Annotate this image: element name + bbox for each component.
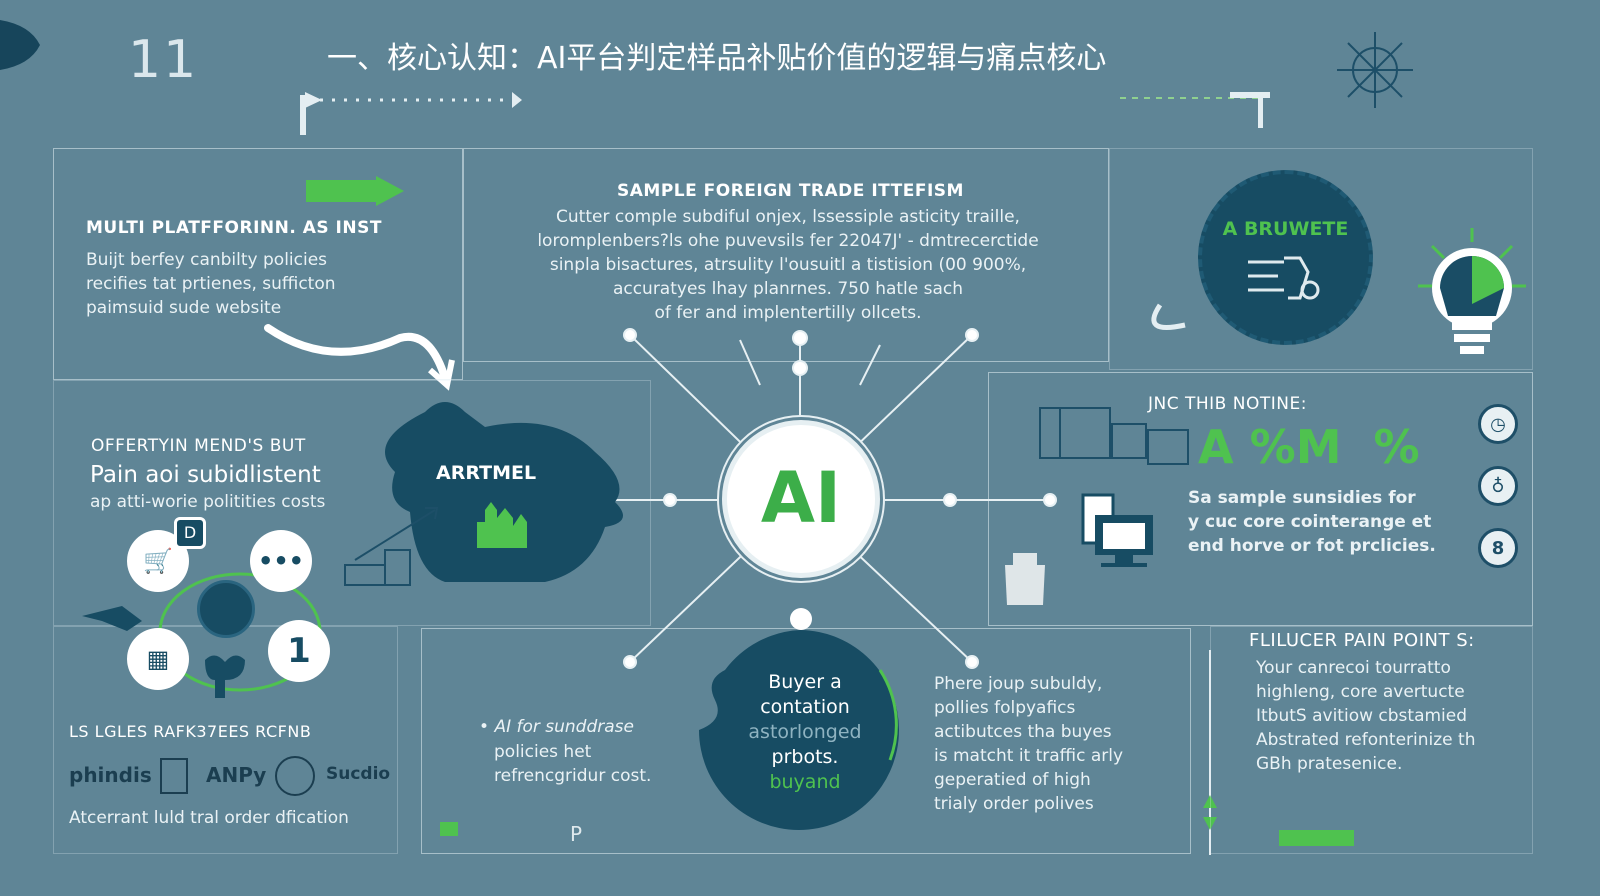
bottom-right-panel [1210,626,1533,854]
bottom-bullet-body: policies het refrencgridur cost. [494,742,652,786]
page-number: 11 [128,30,199,90]
badge-circle: A BRUWETE [1198,170,1373,345]
lightbulb-icon [1418,228,1526,354]
ai-hub-circle: AI [722,420,880,578]
left-mid-heading: OFFERTYIN MEND'S BUT [91,436,306,456]
grid-icon: ▦ [127,628,189,690]
bag-icon: ♁ [1478,466,1518,506]
logo-phindis: phindis [69,763,152,787]
chat-icon: ••• [250,530,312,592]
pot-icon [1005,553,1045,605]
buyer-circle [699,630,899,830]
compass-icon [1337,32,1413,108]
bottom-bullet: • AI for sunddrase [479,717,634,737]
left-mid-panel [53,380,651,626]
factory-icon [1039,407,1189,465]
top-right-frame [1109,148,1533,370]
monitor-icon [1081,493,1153,567]
document-icon [160,758,188,794]
top-center-body: Cutter comple subdiful onjex, lssessiple… [537,207,1039,323]
badge-label: A BRUWETE [1222,218,1349,240]
left-mid-subtitle: Pain aoi subidlistent [90,462,321,488]
left-mid-body: ap atti-worie politities costs [90,492,326,512]
growth-chart-icon [344,507,439,586]
left-bottom-caption: Atcerrant luld tral order dfication [69,808,349,828]
dark-shape [385,402,623,582]
right-mid-panel [988,372,1533,626]
right-mid-body: Sa sample sunsidies for y cuc core coint… [1188,488,1436,556]
building-icon [477,502,527,548]
bottom-right-body: Your canrecoi tourratto highleng, core a… [1256,658,1476,774]
top-left-body: Buijt berfey canbilty policies recifies … [86,250,336,318]
page-title: 一、核心认知：AI平台判定样品补贴价值的逻辑与痛点核心 [327,41,1107,76]
right-mid-heading: JNC THIB NOTINE: [1148,394,1307,414]
logo-sucdio: Sucdio [326,764,391,784]
tag-icon: D [174,517,206,549]
clock-icon: ◷ [1478,404,1518,444]
top-left-heading: MULTI PLATFFORINN. AS INST [86,218,382,238]
left-bottom-heading: LS LGLES RAFK37EES RCFNB [69,722,312,741]
ai-hub-label: AI [760,457,842,539]
grid-circle-icon: 8 [1478,528,1518,568]
corner-letter: P [570,822,583,846]
percent-row: A %M % [1198,420,1420,474]
corner-blob [0,20,40,70]
globe-icon [197,580,255,638]
world-icon [275,756,315,796]
drone-icon [82,606,142,631]
hand-coin-icon [1248,256,1320,300]
top-center-heading: SAMPLE FOREIGN TRADE ITTEFISM [617,181,964,201]
top-center-panel [463,148,1109,362]
buyer-circle-dot [790,608,812,630]
number-one-icon: 1 [268,620,330,682]
logo-anpy: ANPy [206,763,267,787]
dark-shape-label: ARRTMEL [436,462,537,484]
shoe-icon [205,655,245,698]
top-left-panel [53,148,463,380]
bottom-right-heading: FLILUCER PAIN POINT S: [1249,630,1475,651]
buyer-circle-text: Buyer a contation astorlonged prbots. bu… [748,671,862,793]
bottom-right-text: Phere joup subuldy, pollies folpyafics a… [934,674,1124,814]
